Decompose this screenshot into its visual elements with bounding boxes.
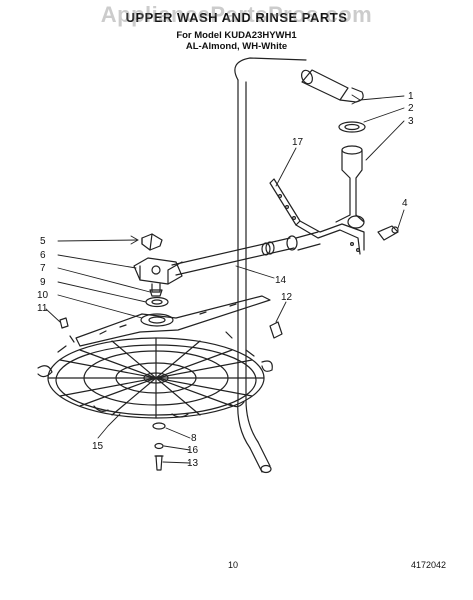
part-2-gasket (338, 121, 366, 133)
part-10-spray-arm (75, 295, 271, 347)
part-11-clip (59, 317, 69, 329)
callout-2: 2 (408, 103, 414, 114)
callout-8: 8 (191, 433, 197, 444)
callout-3: 3 (408, 116, 414, 127)
callout-10: 10 (37, 290, 49, 301)
part-13-screw (154, 455, 164, 471)
diagram-title: UPPER WASH AND RINSE PARTS (125, 10, 348, 25)
callout-16: 16 (187, 445, 199, 456)
part-6-hub (133, 257, 183, 293)
document-number: 4172042 (411, 560, 447, 570)
leader-lines (45, 94, 405, 464)
colors-line: AL-Almond, WH-White (185, 41, 288, 52)
callout-6: 6 (40, 250, 46, 261)
callout-12: 12 (281, 292, 293, 303)
callout-labels: 1 2 3 4 5 6 7 9 10 11 12 14 17 8 16 13 1… (37, 91, 414, 469)
callout-7: 7 (40, 263, 46, 274)
part-9-ring (145, 296, 169, 308)
callout-14: 14 (275, 275, 287, 286)
watermark: AppliancePartsPros.com (100, 2, 373, 27)
model-line: For Model KUDA23HYWH1 (176, 30, 297, 41)
part-1-elbow (300, 69, 364, 103)
part-14-tube (171, 231, 321, 276)
callout-5: 5 (40, 236, 46, 247)
part-5-cap (141, 233, 163, 251)
part-8-washer (152, 422, 166, 430)
part-3-manifold (335, 145, 365, 229)
callout-11: 11 (37, 303, 48, 314)
supply-tube (234, 57, 307, 81)
callout-17: 17 (292, 137, 304, 148)
part-15-rack (37, 331, 273, 419)
callout-4: 4 (402, 198, 408, 209)
part-17-bracket (269, 178, 365, 255)
callout-15: 15 (92, 441, 104, 452)
page-number: 10 (228, 560, 239, 570)
callout-9: 9 (40, 277, 46, 288)
part-16-spacer (154, 442, 164, 450)
part-12-clip (269, 321, 283, 339)
part-7-retainer (149, 289, 163, 297)
callout-1: 1 (408, 91, 414, 102)
part-4-nut (377, 225, 399, 241)
callout-13: 13 (187, 458, 199, 469)
